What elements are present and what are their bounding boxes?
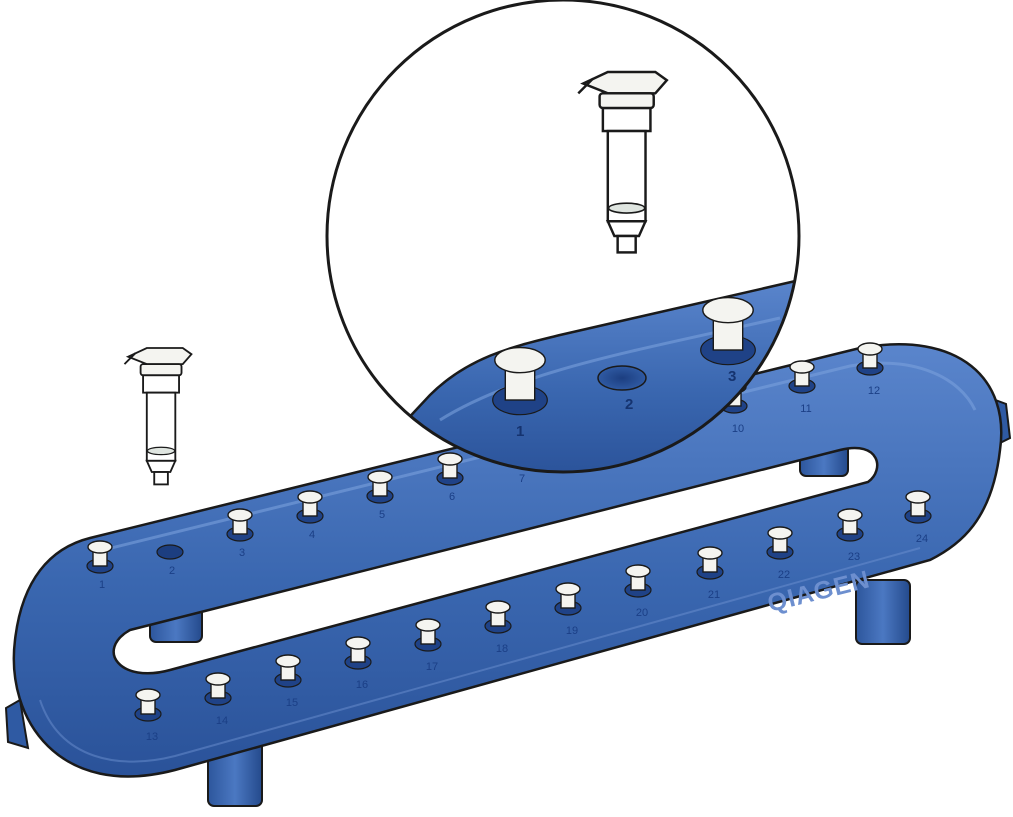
port-number-label: 14 <box>216 715 228 727</box>
magnified-label: 2 <box>625 396 633 413</box>
port-adapter <box>366 470 394 504</box>
magnified-label: 3 <box>728 368 736 385</box>
port-adapter <box>856 342 884 376</box>
port-adapter <box>414 618 442 652</box>
port-adapter <box>484 600 512 634</box>
port-number-label: 24 <box>916 533 928 545</box>
empty-port <box>156 544 184 560</box>
port-number-label: 2 <box>169 565 175 577</box>
port-adapter <box>836 508 864 542</box>
port-number-label: 13 <box>146 731 158 743</box>
port-number-label: 23 <box>848 551 860 563</box>
port-adapter <box>344 636 372 670</box>
port-number-label: 17 <box>426 661 438 673</box>
body-highlight <box>39 547 921 763</box>
port-adapter <box>492 346 548 416</box>
port-adapter <box>696 546 724 580</box>
port-number-label: 15 <box>286 697 298 709</box>
port-number-label: 22 <box>778 569 790 581</box>
port-number-label: 20 <box>636 607 648 619</box>
port-adapter <box>274 654 302 688</box>
port-adapter <box>554 582 582 616</box>
port-adapter <box>766 526 794 560</box>
port-adapter <box>204 672 232 706</box>
port-number-label: 4 <box>309 529 315 541</box>
manifold-body <box>12 343 1003 778</box>
port-adapter <box>788 360 816 394</box>
port-adapter <box>624 564 652 598</box>
port-number-label: 5 <box>379 509 385 521</box>
port-number-label: 18 <box>496 643 508 655</box>
port-adapter <box>296 490 324 524</box>
port-number-label: 6 <box>449 491 455 503</box>
port-number-label: 1 <box>99 579 105 591</box>
port-number-label: 10 <box>732 423 744 435</box>
port-number-label: 3 <box>239 547 245 559</box>
spin-column-icon <box>577 70 669 254</box>
port-adapter <box>436 452 464 486</box>
magnified-empty-port <box>597 365 647 391</box>
end-cap-left <box>4 698 30 750</box>
leg <box>855 579 911 645</box>
port-adapter <box>86 540 114 574</box>
port-adapter <box>700 296 756 366</box>
port-adapter <box>134 688 162 722</box>
port-adapter <box>226 508 254 542</box>
port-number-label: 7 <box>519 473 525 485</box>
port-number-label: 21 <box>708 589 720 601</box>
port-number-label: 12 <box>868 385 880 397</box>
port-adapter <box>904 490 932 524</box>
port-number-label: 19 <box>566 625 578 637</box>
magnified-label: 1 <box>516 423 524 440</box>
port-number-label: 11 <box>800 403 811 415</box>
spin-column-icon <box>123 347 193 486</box>
port-number-label: 16 <box>356 679 368 691</box>
